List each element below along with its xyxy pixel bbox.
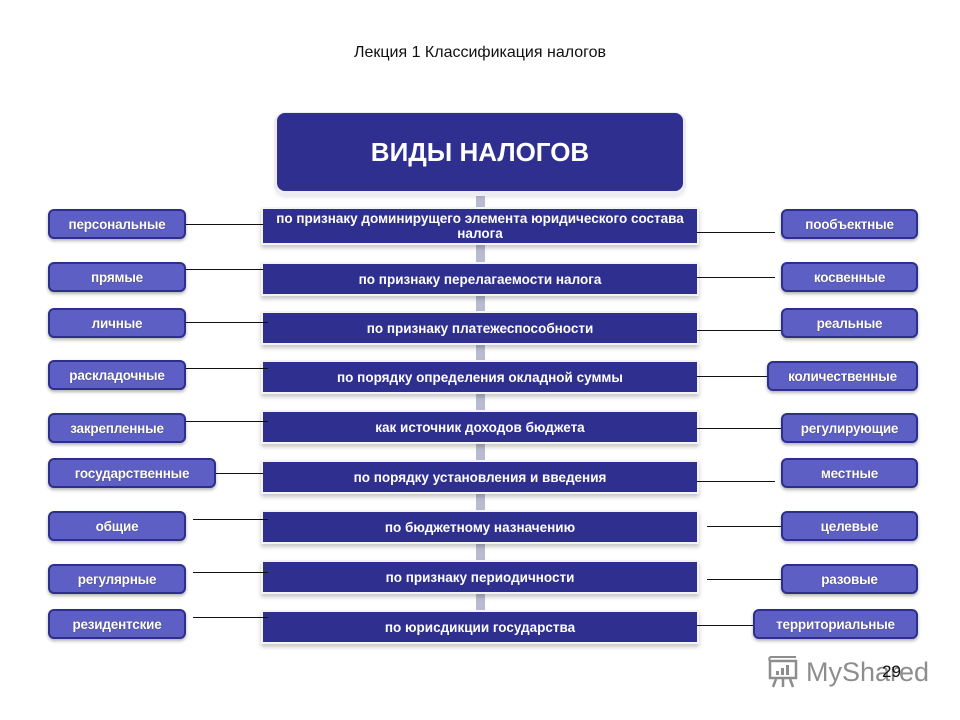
left-category-node: резидентские <box>48 609 186 639</box>
page-number: 29 <box>882 662 901 681</box>
criterion-node: по порядку определения окладной суммы <box>263 362 697 392</box>
right-category-node: целевые <box>781 511 918 541</box>
right-category-node: местные <box>781 458 918 488</box>
connector-line <box>707 526 781 527</box>
criterion-node: по признаку периодичности <box>263 562 697 592</box>
left-category-node: прямые <box>48 262 186 292</box>
right-category-node: косвенные <box>781 262 918 292</box>
right-category-node: пообъектные <box>781 209 918 239</box>
criterion-node: по признаку перелагаемости налога <box>263 264 697 294</box>
right-category-node: разовые <box>781 564 918 594</box>
right-category-node: реальные <box>781 308 918 338</box>
connector-line <box>697 481 775 482</box>
left-category-node: закрепленные <box>48 413 186 443</box>
criterion-node: по бюджетному назначению <box>263 512 697 542</box>
left-category-node: раскладочные <box>48 360 186 390</box>
connector-line <box>697 376 767 377</box>
connector-line <box>186 224 263 225</box>
root-node: ВИДЫ НАЛОГОВ <box>277 113 683 191</box>
connector-line <box>697 232 775 233</box>
connector-spine <box>476 542 485 562</box>
right-category-node: регулирующие <box>781 413 918 443</box>
connector-line <box>697 277 775 278</box>
criterion-node: по порядку установления и введения <box>263 462 697 492</box>
connector-line <box>193 572 268 573</box>
connector-line <box>186 421 268 422</box>
connector-spine <box>476 492 485 512</box>
connector-line <box>697 625 753 626</box>
watermark-text: MyShared <box>806 656 930 687</box>
connector-spine <box>476 243 485 264</box>
left-category-node: регулярные <box>48 564 186 594</box>
connector-spine <box>476 442 485 462</box>
right-category-node: территориальные <box>753 609 918 639</box>
right-category-node: количественные <box>767 361 918 391</box>
slide-title: Лекция 1 Классификация налогов <box>353 44 607 61</box>
connector-spine <box>476 191 485 208</box>
watermark: MyShared <box>766 655 929 689</box>
connector-line <box>707 579 781 580</box>
connector-line <box>186 269 263 270</box>
connector-line <box>697 428 781 429</box>
connector-line <box>186 368 268 369</box>
left-category-node: государственные <box>48 458 216 488</box>
left-category-node: персональные <box>48 209 186 239</box>
connector-line <box>193 519 268 520</box>
connector-line <box>697 330 781 331</box>
left-category-node: общие <box>48 511 186 541</box>
connector-spine <box>476 392 485 412</box>
presentation-board-icon <box>768 656 798 688</box>
criterion-node: по юрисдикции государства <box>263 612 697 642</box>
criterion-node: по признаку платежеспособности <box>263 313 697 343</box>
connector-spine <box>476 294 485 313</box>
criterion-node: по признаку доминирущего элемента юридич… <box>263 209 697 243</box>
connector-line <box>186 322 268 323</box>
connector-spine <box>476 592 485 612</box>
left-category-node: личные <box>48 308 186 338</box>
connector-spine <box>476 343 485 362</box>
criterion-node: как источник доходов бюджета <box>263 412 697 442</box>
connector-line <box>193 617 268 618</box>
connector-line <box>216 473 263 474</box>
